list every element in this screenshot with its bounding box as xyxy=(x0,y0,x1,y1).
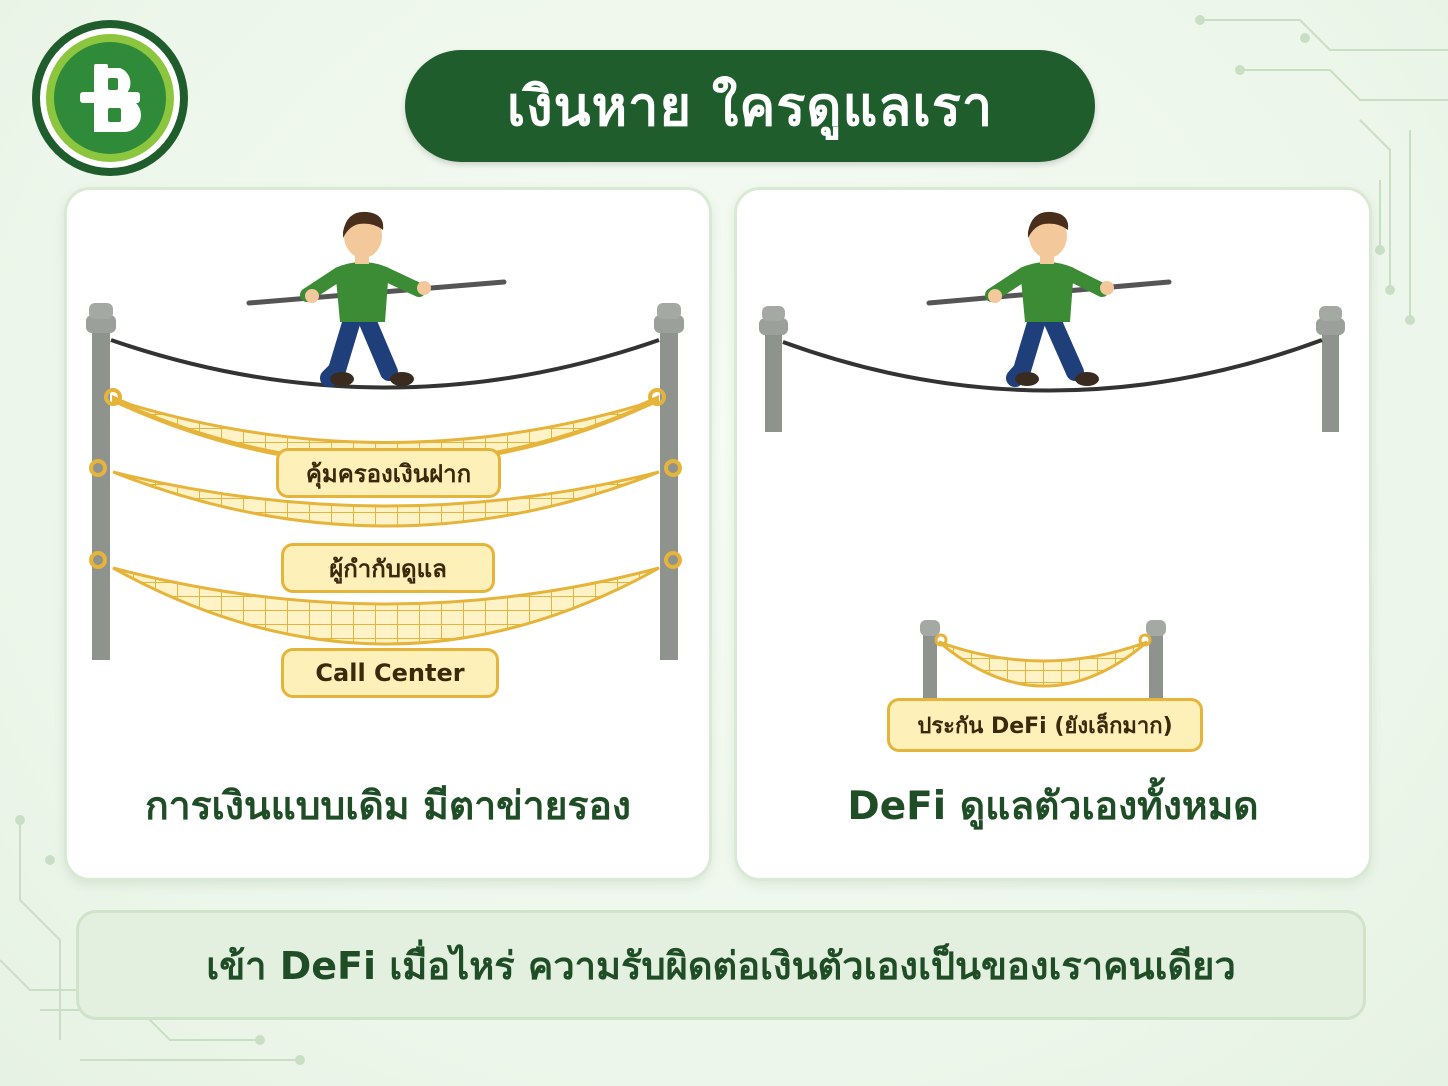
tightrope-walker-figure xyxy=(246,211,507,387)
left-pole xyxy=(86,303,116,660)
tightrope-with-nets-illustration xyxy=(86,211,684,660)
safety-net-3 xyxy=(89,551,682,646)
footer-banner: เข้า DeFi เมื่อไหร่ ความรับผิดต่อเงินตัว… xyxy=(76,910,1366,1020)
traditional-finance-panel: คุ้มครองเงินฝาก ผู้กำกับดูแล Call Center… xyxy=(64,187,712,881)
tightrope xyxy=(782,338,1323,393)
defi-panel: ประกัน DeFi (ยังเล็กมาก) DeFi ดูแลตัวเอง… xyxy=(734,187,1372,881)
defi-caption: DeFi ดูแลตัวเองทั้งหมด xyxy=(847,784,1259,829)
title-banner: เงินหาย ใครดูแลเรา xyxy=(405,50,1095,162)
traditional-finance-caption: การเงินแบบเดิม มีตาข่ายรอง xyxy=(145,784,631,829)
net-label-regulator: ผู้กำกับดูแล xyxy=(281,543,495,593)
net-label-deposit-protection: คุ้มครองเงินฝาก xyxy=(276,448,501,498)
tightrope-small-net-illustration xyxy=(759,211,1345,714)
right-pole xyxy=(1316,306,1345,432)
page-title: เงินหาย ใครดูแลเรา xyxy=(506,75,994,138)
right-pole xyxy=(654,303,684,660)
baht-coin-icon xyxy=(32,20,188,176)
tightrope-walker-figure xyxy=(926,211,1172,387)
left-pole xyxy=(759,306,788,432)
safety-net-2 xyxy=(89,459,682,528)
footer-text: เข้า DeFi เมื่อไหร่ ความรับผิดต่อเงินตัว… xyxy=(206,943,1236,988)
net-label-defi-insurance: ประกัน DeFi (ยังเล็กมาก) xyxy=(887,698,1203,752)
tightrope xyxy=(110,338,660,390)
small-defi-net xyxy=(920,620,1166,714)
net-label-call-center: Call Center xyxy=(281,648,499,698)
